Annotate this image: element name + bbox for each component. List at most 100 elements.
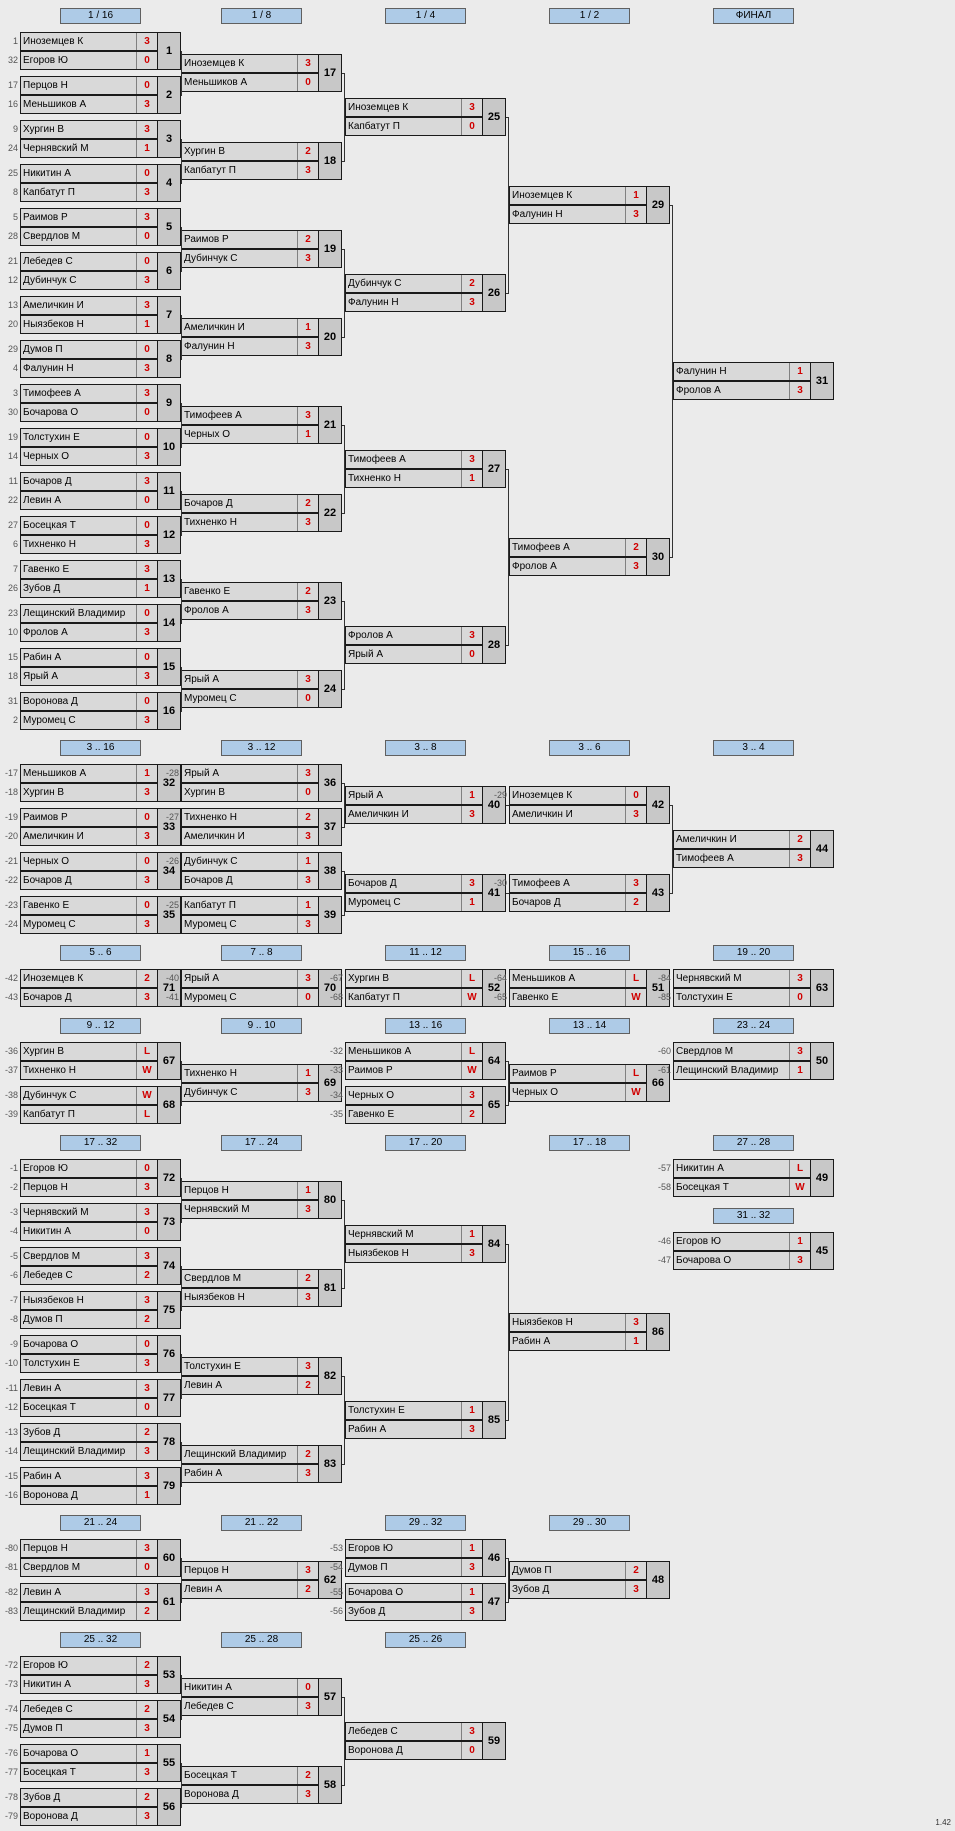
player-row[interactable]: Черных О3 [20,447,158,466]
player-row[interactable]: Думов П3 [20,1719,158,1738]
player-row[interactable]: Босецкая Т0 [20,1398,158,1417]
player-row[interactable]: Толстухин Е3 [20,1354,158,1373]
player-row[interactable]: Левин А3 [20,1583,158,1602]
player-row[interactable]: Толстухин Е1 [345,1401,483,1420]
player-row[interactable]: Раимов Р2 [181,230,319,249]
player-row[interactable]: Бочаров Д2 [509,893,647,912]
player-row[interactable]: Гавенко ЕW [509,988,647,1007]
player-row[interactable]: Лещинский Владимир2 [181,1445,319,1464]
player-row[interactable]: Бочаров Д3 [345,874,483,893]
player-row[interactable]: Перцов Н1 [181,1181,319,1200]
player-row[interactable]: Воронова Д3 [20,1807,158,1826]
player-row[interactable]: Чернявский М3 [673,969,811,988]
player-row[interactable]: Бочаров Д3 [20,472,158,491]
player-row[interactable]: Гавенко Е2 [181,582,319,601]
player-row[interactable]: Черных О3 [345,1086,483,1105]
player-row[interactable]: Лещинский Владимир3 [20,1442,158,1461]
player-row[interactable]: Никитин А0 [181,1678,319,1697]
player-row[interactable]: Рабин А1 [509,1332,647,1351]
player-row[interactable]: Тимофеев А3 [20,384,158,403]
player-row[interactable]: Ныязбеков Н3 [345,1244,483,1263]
player-row[interactable]: Бочаров Д3 [20,871,158,890]
player-row[interactable]: Тимофеев А3 [181,406,319,425]
player-row[interactable]: Фролов А3 [20,623,158,642]
player-row[interactable]: Хургин ВL [20,1042,158,1061]
player-row[interactable]: Лещинский Владимир2 [20,1602,158,1621]
player-row[interactable]: Толстухин Е0 [20,428,158,447]
player-row[interactable]: Меньшиков А1 [20,764,158,783]
player-row[interactable]: Гавенко Е3 [20,560,158,579]
player-row[interactable]: Зубов Д3 [509,1580,647,1599]
player-row[interactable]: Иноземцев К1 [509,186,647,205]
player-row[interactable]: Чернявский М1 [345,1225,483,1244]
player-row[interactable]: Тимофеев А3 [673,849,811,868]
player-row[interactable]: Амеличкин И3 [20,827,158,846]
player-row[interactable]: Капбатут П3 [20,183,158,202]
player-row[interactable]: Лебедев С2 [20,1266,158,1285]
player-row[interactable]: Фролов А3 [509,557,647,576]
player-row[interactable]: Свердлов М3 [20,1247,158,1266]
player-row[interactable]: Левин А3 [20,1379,158,1398]
player-row[interactable]: Думов П2 [509,1561,647,1580]
player-row[interactable]: Дубинчук С3 [181,249,319,268]
player-row[interactable]: Чернявский М3 [20,1203,158,1222]
player-row[interactable]: Амеличкин И3 [181,827,319,846]
player-row[interactable]: Капбатут П1 [181,896,319,915]
player-row[interactable]: Зубов Д3 [345,1602,483,1621]
player-row[interactable]: Бочаров Д2 [181,494,319,513]
player-row[interactable]: Свердлов М0 [20,227,158,246]
player-row[interactable]: Меньшиков А3 [20,95,158,114]
player-row[interactable]: Свердлов М0 [20,1558,158,1577]
player-row[interactable]: Ныязбеков Н3 [509,1313,647,1332]
player-row[interactable]: Хургин В0 [181,783,319,802]
player-row[interactable]: Зубов Д2 [20,1788,158,1807]
player-row[interactable]: Бочарова О0 [20,1335,158,1354]
player-row[interactable]: Егоров Ю2 [20,1656,158,1675]
player-row[interactable]: Егоров Ю1 [673,1232,811,1251]
player-row[interactable]: Черных ОW [509,1083,647,1102]
player-row[interactable]: Ярый А3 [181,764,319,783]
player-row[interactable]: Думов П2 [20,1310,158,1329]
player-row[interactable]: Толстухин Е0 [673,988,811,1007]
player-row[interactable]: Черных О1 [181,425,319,444]
player-row[interactable]: Перцов Н3 [181,1561,319,1580]
player-row[interactable]: Муромец С0 [181,988,319,1007]
player-row[interactable]: Амеличкин И3 [509,805,647,824]
player-row[interactable]: Ярый А1 [345,786,483,805]
player-row[interactable]: Фалунин Н1 [673,362,811,381]
player-row[interactable]: Лебедев С2 [20,1700,158,1719]
player-row[interactable]: Амеличкин И1 [181,318,319,337]
player-row[interactable]: Дубинчук СW [20,1086,158,1105]
player-row[interactable]: Ныязбеков Н1 [20,315,158,334]
player-row[interactable]: Гавенко Е2 [345,1105,483,1124]
player-row[interactable]: Зубов Д1 [20,579,158,598]
player-row[interactable]: Фалунин Н3 [181,337,319,356]
player-row[interactable]: Бочаров Д3 [181,871,319,890]
player-row[interactable]: Бочарова О0 [20,403,158,422]
player-row[interactable]: Меньшиков АL [345,1042,483,1061]
player-row[interactable]: Думов П3 [345,1558,483,1577]
player-row[interactable]: Капбатут П0 [345,117,483,136]
player-row[interactable]: Левин А2 [181,1376,319,1395]
player-row[interactable]: Никитин АL [673,1159,811,1178]
player-row[interactable]: Раимов Р0 [20,808,158,827]
player-row[interactable]: Рабин А3 [181,1464,319,1483]
player-row[interactable]: Тихненко Н2 [181,808,319,827]
player-row[interactable]: Рабин А3 [345,1420,483,1439]
player-row[interactable]: Чернявский М1 [20,139,158,158]
player-row[interactable]: Амеличкин И3 [345,805,483,824]
player-row[interactable]: Левин А0 [20,491,158,510]
player-row[interactable]: Егоров Ю0 [20,1159,158,1178]
player-row[interactable]: Муромец С3 [20,915,158,934]
player-row[interactable]: Тихненко Н3 [181,513,319,532]
player-row[interactable]: Тимофеев А3 [509,874,647,893]
player-row[interactable]: Иноземцев К3 [20,32,158,51]
player-row[interactable]: Раимов РL [509,1064,647,1083]
player-row[interactable]: Иноземцев К3 [181,54,319,73]
player-row[interactable]: Левин А2 [181,1580,319,1599]
player-row[interactable]: Рабин А3 [20,1467,158,1486]
player-row[interactable]: Хургин В2 [181,142,319,161]
player-row[interactable]: Фролов А3 [345,626,483,645]
player-row[interactable]: Лебедев С3 [345,1722,483,1741]
player-row[interactable]: Дубинчук С3 [181,1083,319,1102]
